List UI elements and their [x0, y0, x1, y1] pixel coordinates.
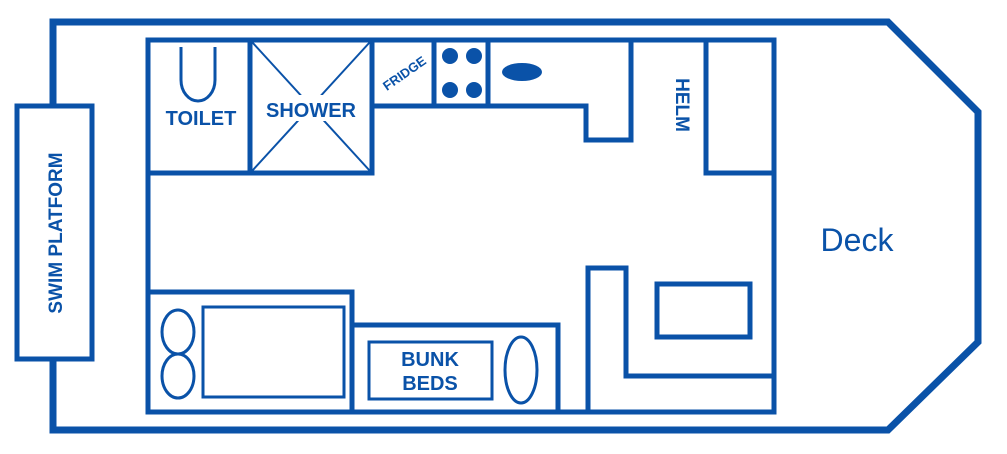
shower-label: SHOWER	[266, 100, 357, 122]
shower: SHOWER	[247, 37, 375, 176]
galley-counter: FRIDGE	[369, 40, 634, 143]
helm-label: HELM	[671, 78, 692, 132]
bunk-beds-label-line2: BEDS	[402, 373, 458, 395]
swim-platform-label: SWIM PLATFORM	[46, 152, 67, 313]
hull-outline	[49, 18, 982, 434]
fridge-label: FRIDGE	[380, 53, 429, 94]
table	[654, 281, 753, 340]
toilet-label: TOILET	[166, 108, 237, 130]
helm-console: HELM	[671, 37, 777, 176]
toilet-bowl	[179, 47, 217, 103]
bunk-beds-label-line1: BUNK	[401, 349, 459, 371]
dinette	[585, 265, 774, 412]
stove-burners	[442, 48, 482, 98]
pillow	[160, 308, 196, 356]
toilet-room: TOILET	[145, 37, 253, 176]
deck-label: Deck	[821, 222, 895, 258]
sink	[502, 63, 542, 81]
swim-platform: SWIM PLATFORM	[14, 103, 95, 362]
pillow	[160, 352, 196, 400]
bunk-beds: BUNK BEDS	[349, 322, 561, 415]
pillow	[503, 335, 539, 405]
bed	[145, 289, 355, 415]
